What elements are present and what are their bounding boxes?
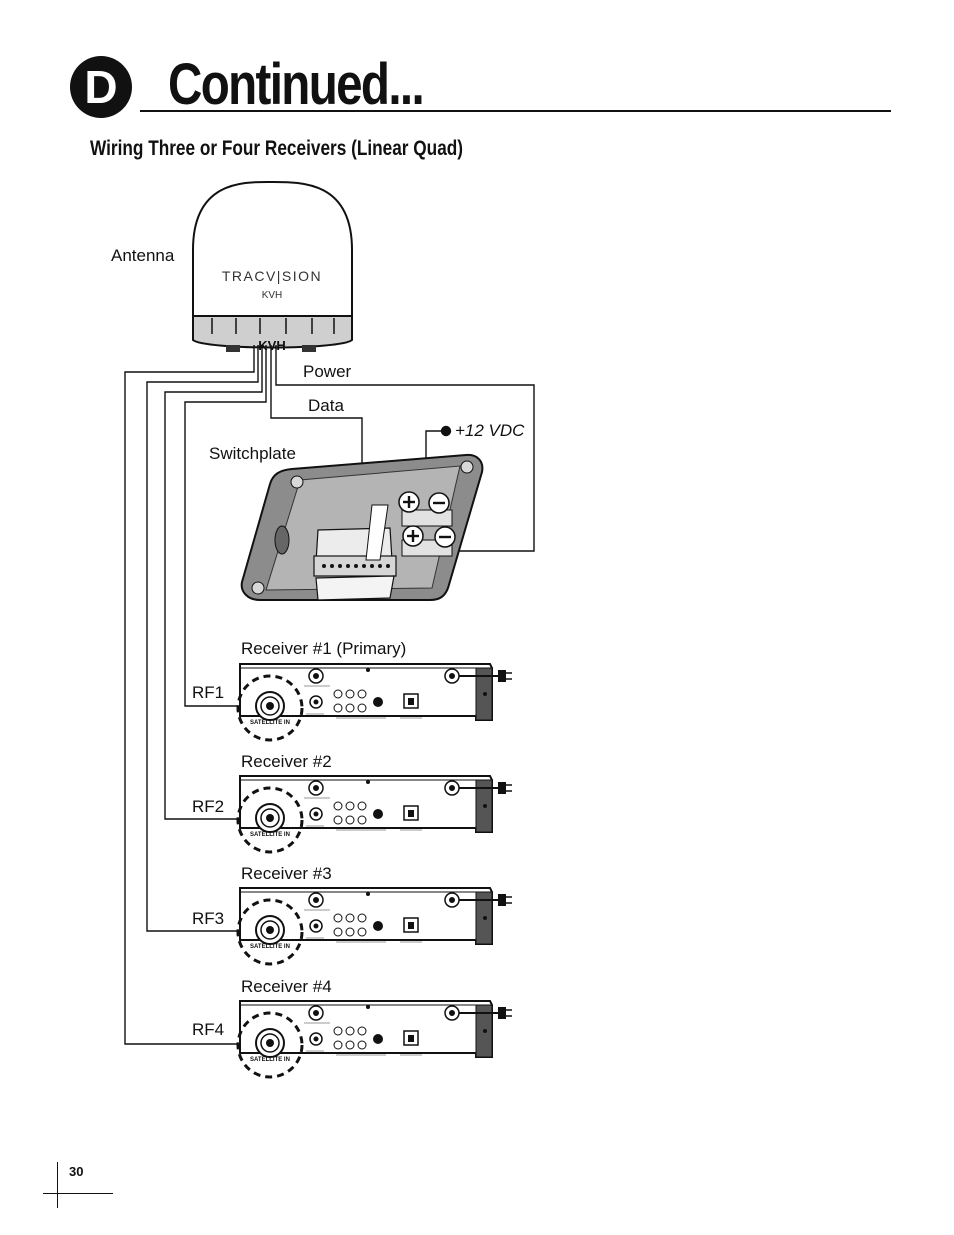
antenna-maker: KVH	[262, 290, 283, 301]
rf4-label: RF4	[192, 1020, 225, 1039]
satellite-in-label-3: SATELLITE IN	[250, 944, 290, 950]
power-cable	[275, 345, 535, 552]
receiver-3	[236, 886, 514, 966]
satellite-in-label-1: SATELLITE IN	[250, 720, 290, 726]
page-title: Continued...	[168, 52, 425, 117]
power-label: Power	[303, 362, 352, 381]
switchplate	[240, 453, 484, 601]
voltage-label: +12 VDC	[455, 421, 525, 440]
section-heading: Wiring Three or Four Receivers (Linear Q…	[90, 137, 464, 160]
receiver-4	[236, 999, 514, 1079]
receiver-1-title: Receiver #1 (Primary)	[241, 639, 407, 658]
page-number: 30	[69, 1164, 84, 1179]
rf1-label: RF1	[192, 683, 225, 702]
antenna-brand: TRACV|SION	[222, 268, 322, 284]
crop-mark-vertical	[57, 1162, 58, 1208]
receiver-3-title: Receiver #3	[241, 864, 332, 883]
receiver-4-title: Receiver #4	[241, 977, 332, 996]
title-rule	[140, 110, 891, 112]
antenna-label: Antenna	[111, 246, 175, 265]
receiver-1	[236, 662, 514, 742]
rf3-cable	[146, 345, 259, 932]
data-label: Data	[308, 396, 344, 415]
section-badge: D	[70, 56, 132, 118]
rf3-label: RF3	[192, 909, 225, 928]
receiver-2-title: Receiver #2	[241, 752, 332, 771]
receiver-2	[236, 774, 514, 854]
satellite-in-label-2: SATELLITE IN	[250, 832, 290, 838]
rf-cables	[124, 345, 267, 1045]
antenna: TRACV|SION KVH KVH	[192, 180, 353, 353]
rf2-cable	[164, 345, 263, 820]
satellite-in-label-4: SATELLITE IN	[250, 1057, 290, 1063]
rf1-cable	[184, 345, 267, 707]
rf2-label: RF2	[192, 797, 225, 816]
switchplate-label: Switchplate	[209, 444, 296, 463]
crop-mark-horizontal	[43, 1193, 113, 1194]
antenna-base-logo: KVH	[258, 338, 285, 353]
rf4-cable	[124, 345, 255, 1045]
